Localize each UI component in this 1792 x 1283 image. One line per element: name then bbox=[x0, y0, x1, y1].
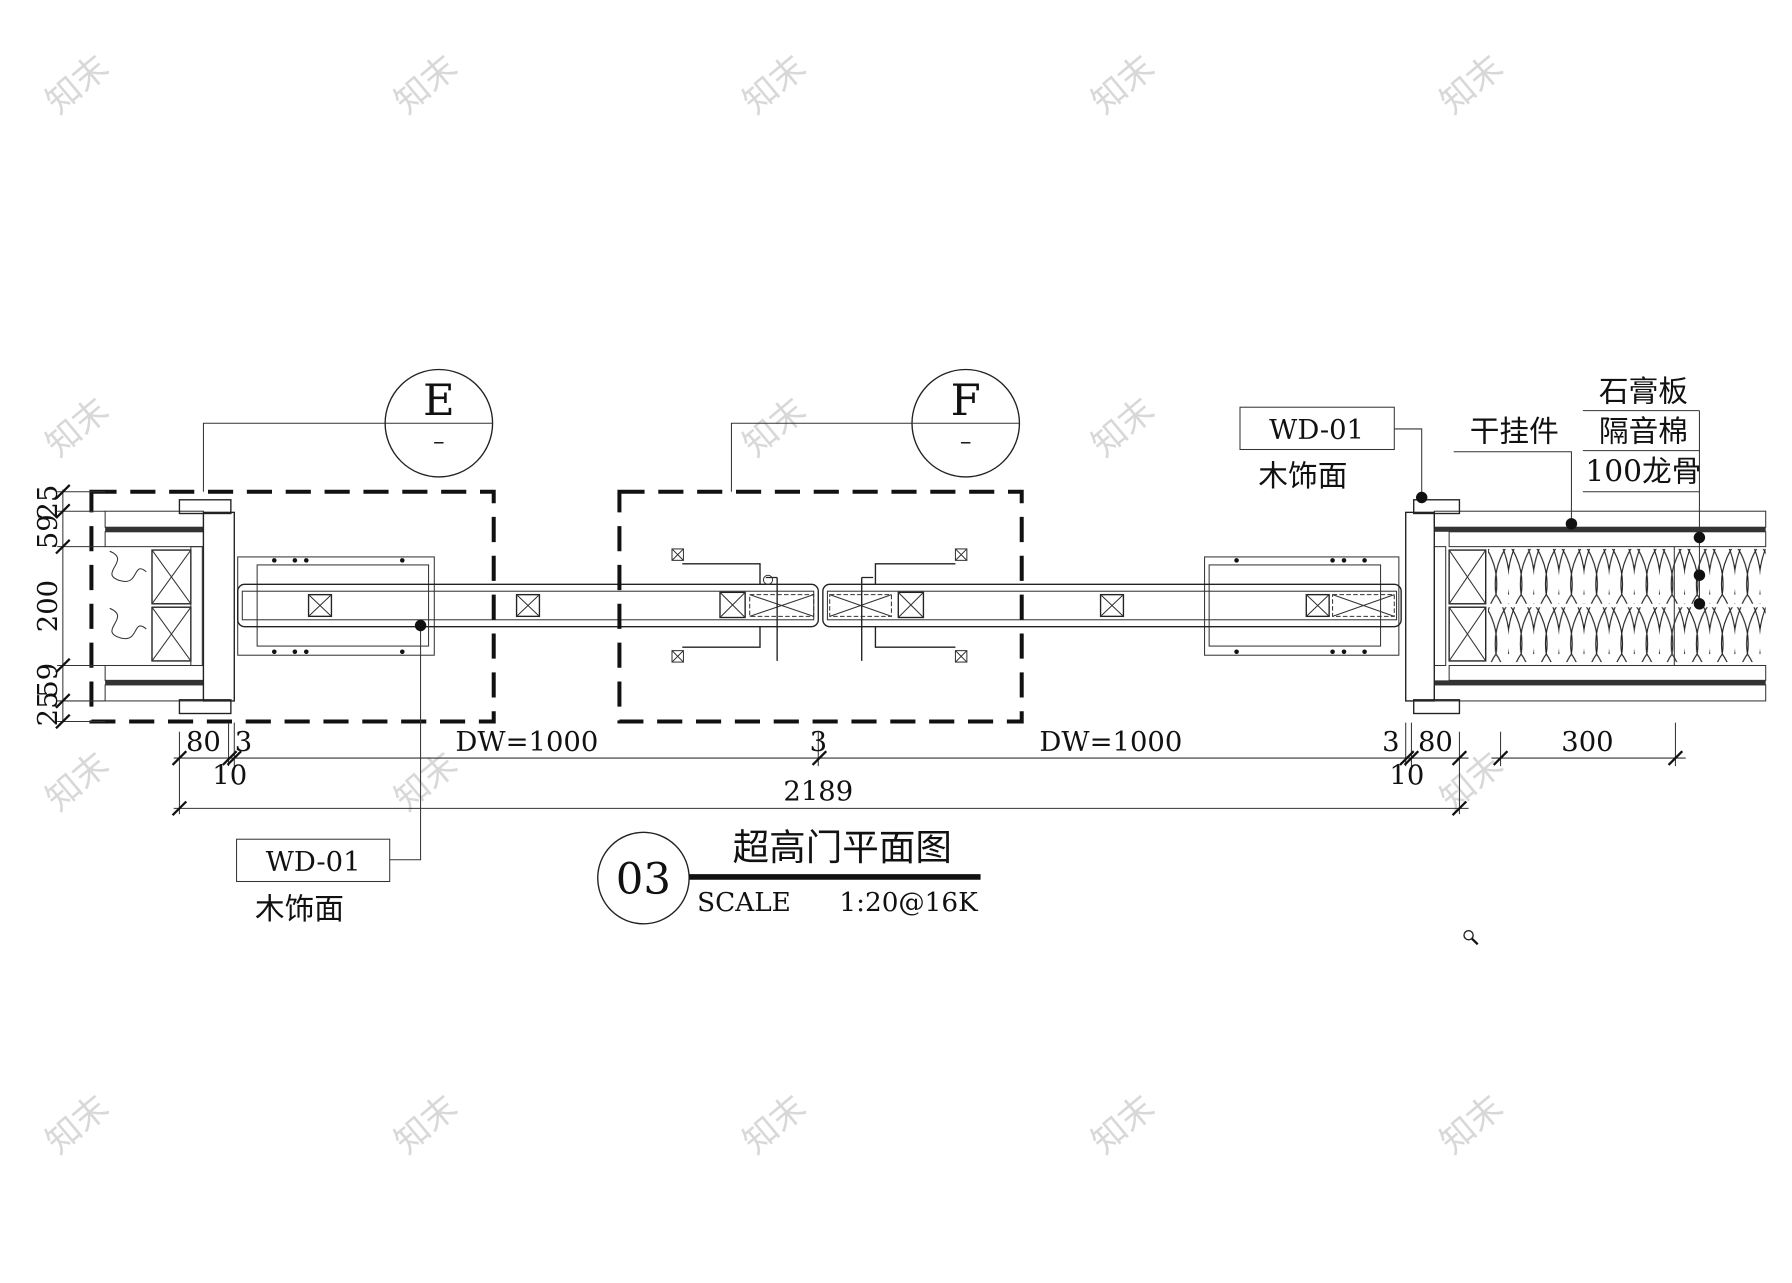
detail-box-f bbox=[617, 489, 1024, 724]
label-dry-hang: 干挂件 bbox=[1470, 415, 1559, 450]
watermark: 知末 bbox=[38, 390, 116, 465]
material-tag-wd-top: WD-01 木饰面 bbox=[1239, 406, 1428, 504]
callout-sheet: – bbox=[960, 428, 971, 454]
right-wall-section bbox=[1433, 510, 1767, 702]
dim-text: 2189 bbox=[783, 776, 853, 807]
scale-label: SCALE bbox=[697, 888, 791, 918]
stud-box bbox=[151, 549, 192, 662]
dim-text: 10 bbox=[1389, 760, 1424, 791]
watermark: 知末 bbox=[1084, 390, 1162, 465]
door-handle-right bbox=[861, 548, 968, 663]
material-tag-wd-bottom: WD-01 木饰面 bbox=[236, 619, 427, 927]
drawing-name: 超高门平面图 bbox=[733, 826, 952, 869]
watermark: 知末 bbox=[38, 745, 116, 820]
material-code: WD-01 bbox=[266, 847, 361, 878]
material-desc: 木饰面 bbox=[255, 892, 344, 927]
label-insulation: 隔音棉 bbox=[1599, 415, 1688, 450]
callout-letter: F bbox=[951, 376, 981, 426]
watermark: 知末 bbox=[1433, 47, 1511, 122]
watermark: 知末 bbox=[1433, 1087, 1511, 1162]
drawing-number: 03 bbox=[616, 855, 671, 905]
dim-text: 3 bbox=[1382, 727, 1399, 758]
dim-text: 3 bbox=[235, 727, 252, 758]
dim-text: 80 bbox=[186, 727, 221, 758]
dim-text: DW=1000 bbox=[455, 727, 598, 758]
dim-text: 25 bbox=[33, 691, 64, 726]
label-keel: 100龙骨 bbox=[1585, 455, 1701, 490]
watermark: 知末 bbox=[38, 1087, 116, 1162]
callout-letter: E bbox=[423, 376, 455, 426]
door-leaf-left bbox=[237, 583, 819, 628]
watermark: 知末 bbox=[1084, 47, 1162, 122]
scale-value: 1:20@16K bbox=[839, 888, 979, 918]
watermark: 知末 bbox=[38, 47, 116, 122]
detail-callout-e[interactable]: E – bbox=[202, 368, 494, 492]
detail-box-e bbox=[89, 489, 496, 724]
dim-text: 300 bbox=[1561, 727, 1613, 758]
watermark: 知末 bbox=[387, 1087, 465, 1162]
material-code: WD-01 bbox=[1269, 415, 1364, 446]
label-gypsum: 石膏板 bbox=[1599, 375, 1688, 410]
left-wall-section bbox=[104, 510, 204, 702]
detail-callout-f[interactable]: F – bbox=[730, 368, 1021, 492]
dim-text: 59 bbox=[33, 514, 64, 549]
watermark: 知末 bbox=[736, 1087, 814, 1162]
callout-sheet: – bbox=[433, 428, 444, 454]
dim-text: 3 bbox=[810, 727, 827, 758]
watermark: 知末 bbox=[736, 390, 814, 465]
dim-text: 80 bbox=[1418, 727, 1453, 758]
dim-text: 59 bbox=[33, 663, 64, 698]
stud-box bbox=[1448, 549, 1487, 662]
door-leaf-right bbox=[822, 583, 1402, 628]
dim-text: 25 bbox=[33, 485, 64, 520]
dim-text: 200 bbox=[33, 580, 64, 632]
horizontal-dimensions: 80 3 10 DW=1000 3 DW=1000 3 80 10 300 21… bbox=[171, 722, 1686, 817]
watermark: 知末 bbox=[736, 47, 814, 122]
watermark: 知末 bbox=[387, 47, 465, 122]
dim-text: DW=1000 bbox=[1039, 727, 1182, 758]
pivot-hardware-right bbox=[1204, 556, 1400, 656]
dim-text: 10 bbox=[212, 760, 247, 791]
left-door-frame bbox=[178, 499, 235, 715]
wall-material-labels: 干挂件 石膏板 隔音棉 100龙骨 bbox=[1453, 375, 1706, 610]
zoom-icon[interactable] bbox=[1463, 929, 1479, 946]
door-handle-left bbox=[671, 548, 778, 663]
vertical-dimensions: 25 59 200 59 25 bbox=[33, 484, 106, 730]
right-door-frame bbox=[1405, 499, 1461, 715]
pivot-hardware-left bbox=[237, 556, 435, 656]
watermarks: 知末 知末 知末 知末 知末 知末 知末 知末 知末 知末 知末 知末 知末 知… bbox=[38, 47, 1510, 1162]
watermark: 知末 bbox=[1084, 1087, 1162, 1162]
drawing-title: 03 超高门平面图 SCALE 1:20@16K bbox=[597, 826, 981, 925]
material-desc: 木饰面 bbox=[1258, 459, 1347, 494]
